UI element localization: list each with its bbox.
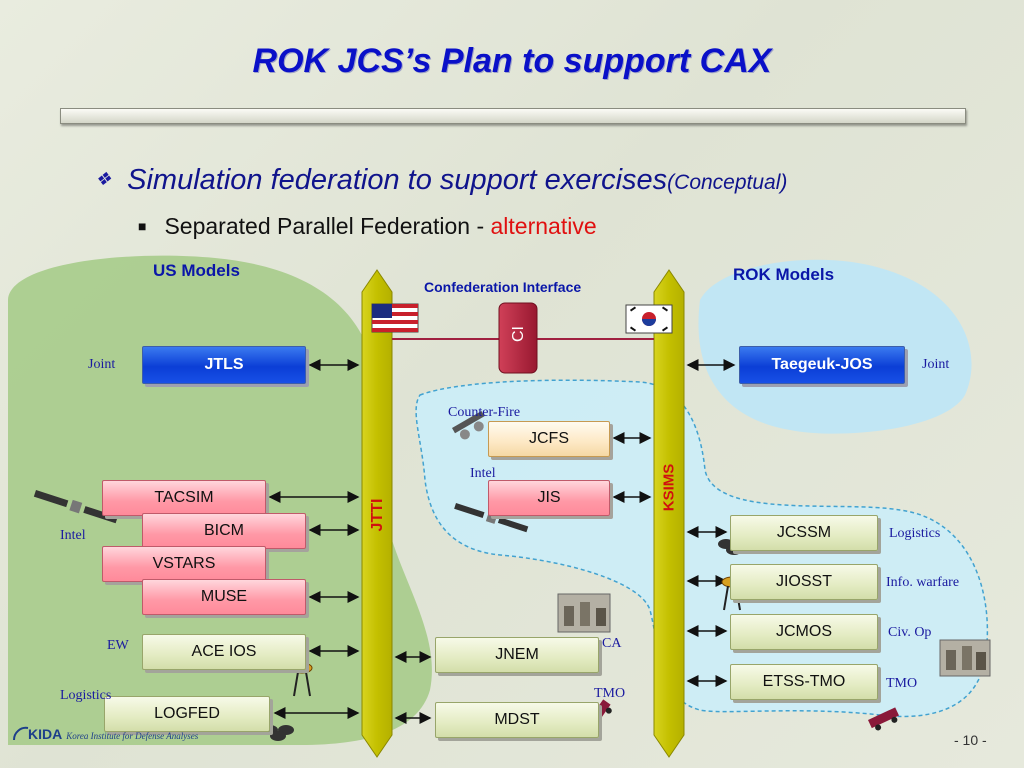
tmo-right-label: TMO [886, 676, 918, 691]
jis-box[interactable]: JIS [488, 480, 610, 516]
jcssm-box[interactable]: JCSSM [730, 515, 878, 551]
diamond-bullet-icon: ❖ [95, 169, 112, 189]
square-bullet-icon: ■ [138, 218, 147, 234]
tmo-mid-label: TMO [594, 686, 626, 701]
tmo-vehicle-icon [868, 707, 899, 731]
mdst-box[interactable]: MDST [435, 702, 599, 738]
civ-op-label: Civ. Op [888, 625, 932, 640]
jtti-label: JTTI [369, 498, 386, 532]
vstars-box[interactable]: VSTARS [102, 546, 266, 582]
joint-right-label: Joint [922, 357, 950, 372]
jcfs-box[interactable]: JCFS [488, 421, 610, 457]
jiosst-box[interactable]: JIOSST [730, 564, 878, 600]
civil-affairs-photo-icon [939, 639, 991, 677]
ace-ios-box[interactable]: ACE IOS [142, 634, 306, 670]
bullet2-red: alternative [490, 213, 597, 239]
satellite-icon [33, 490, 118, 524]
jtls-box[interactable]: JTLS [142, 346, 306, 384]
us-models-label: US Models [153, 261, 240, 280]
korea-flag-icon [625, 304, 673, 334]
bullet-level-2: ■ Separated Parallel Federation - alterna… [138, 213, 597, 240]
logistics-right-label: Logistics [889, 526, 941, 541]
intel-mid-label: Intel [470, 466, 496, 481]
page-number: - 10 - [954, 732, 987, 748]
counter-fire-icon [452, 411, 485, 440]
rok-models-label: ROK Models [733, 265, 835, 284]
bullet2-main: Separated Parallel Federation - [164, 213, 491, 239]
title-divider [60, 108, 966, 124]
bicm-box[interactable]: BICM [142, 513, 306, 549]
kida-logo-caption: Korea Institute for Defense Analyses [66, 731, 199, 741]
muse-box[interactable]: MUSE [142, 579, 306, 615]
slide-title: ROK JCS’s Plan to support CAX [252, 42, 772, 80]
counter-fire-label: Counter-Fire [448, 405, 521, 420]
civil-affairs-photo-icon [557, 593, 611, 633]
ca-label: CA [602, 636, 622, 651]
intel-left-label: Intel [60, 528, 86, 543]
bullet-level-1: ❖ Simulation federation to support exerci… [95, 164, 787, 197]
ksims-bus [653, 269, 685, 758]
bullet1-small: (Conceptual) [667, 171, 788, 194]
kida-logo-name: KIDA [28, 726, 63, 742]
logistics-left-label: Logistics [60, 688, 112, 703]
jtti-bus [361, 269, 393, 758]
ksims-label: KSIMS [660, 463, 678, 512]
ci-box [498, 302, 538, 374]
ci-label: CI [510, 326, 527, 342]
us-flag-icon [371, 303, 419, 333]
logfed-box[interactable]: LOGFED [104, 696, 270, 732]
jcmos-box[interactable]: JCMOS [730, 614, 878, 650]
jnem-box[interactable]: JNEM [435, 637, 599, 673]
bullet1-main: Simulation federation to support exercis… [127, 164, 668, 196]
tacsim-box[interactable]: TACSIM [102, 480, 266, 516]
confederation-interface-label: Confederation Interface [424, 279, 582, 295]
kida-logo-mark [12, 726, 29, 741]
supply-barrels-icon [262, 725, 294, 741]
info-warfare-label: Info. warfare [886, 575, 960, 590]
ew-label: EW [107, 638, 129, 653]
taegeuk-jos-box[interactable]: Taegeuk-JOS [739, 346, 905, 384]
etss-tmo-box[interactable]: ETSS-TMO [730, 664, 878, 700]
joint-left-label: Joint [88, 357, 116, 372]
